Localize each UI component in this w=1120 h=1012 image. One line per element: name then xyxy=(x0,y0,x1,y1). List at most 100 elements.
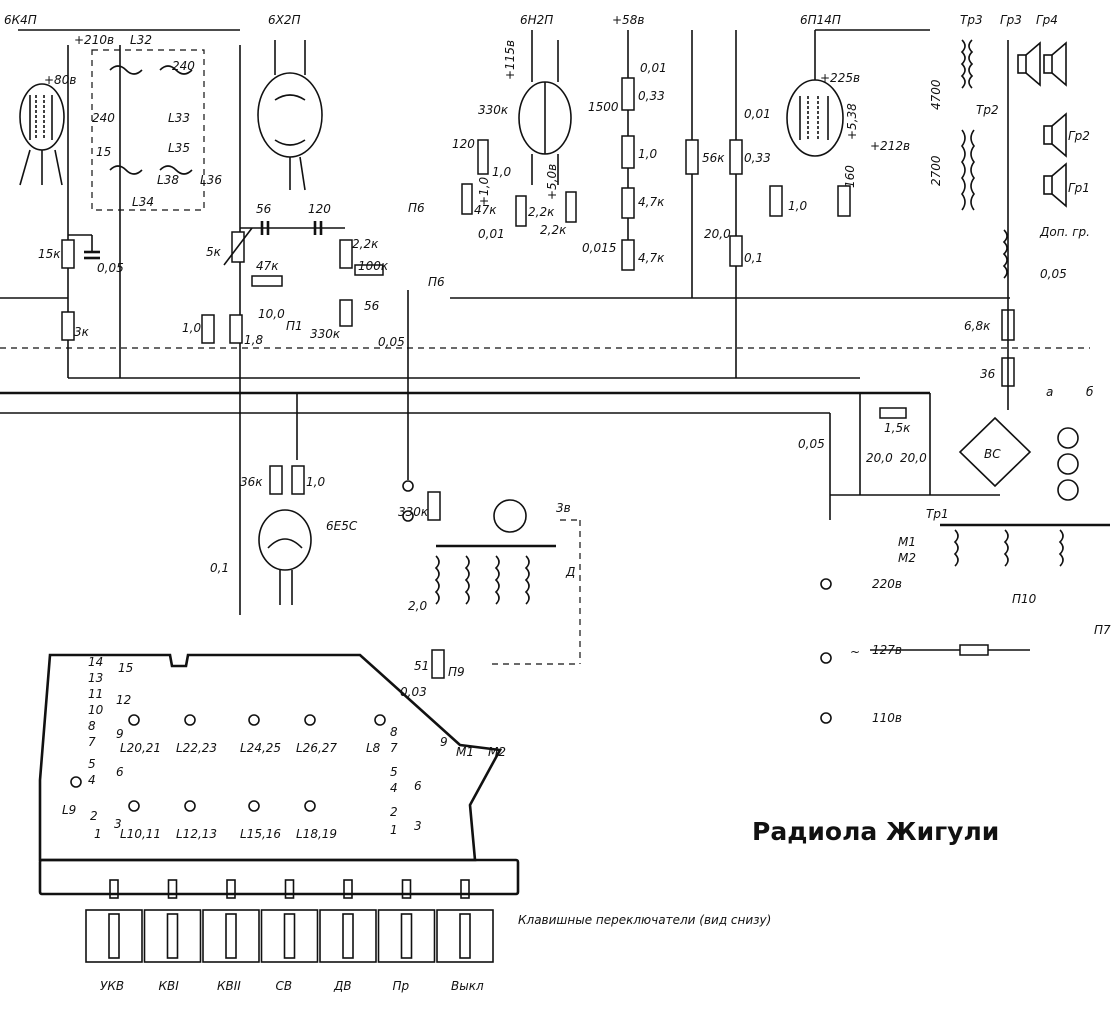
key-switch[interactable] xyxy=(85,909,143,963)
board-pin xyxy=(70,776,82,788)
label-tr2: Тр2 xyxy=(976,103,999,117)
v3-cathode: +1,0 xyxy=(477,176,491,206)
key-switch[interactable] xyxy=(377,909,436,963)
board-number: 5 xyxy=(390,765,398,779)
board-coil-label: L12,13 xyxy=(176,827,217,841)
board-number: 4 xyxy=(88,773,96,787)
board-pin xyxy=(128,800,140,812)
key-switch[interactable] xyxy=(319,909,377,963)
board-coil-label: L22,23 xyxy=(176,741,217,755)
board-pin xyxy=(248,714,260,726)
key-switch[interactable] xyxy=(436,909,494,963)
coil-l35: L35 xyxy=(168,141,190,155)
board-number: 11 xyxy=(88,687,103,701)
r-1-5k: 1,5к xyxy=(884,421,911,435)
r-36k: 36к xyxy=(240,475,263,489)
key-stem xyxy=(400,913,413,959)
board-coil-label: L18,19 xyxy=(296,827,337,841)
tube3-name: 6Н2П xyxy=(520,13,553,27)
key-pin xyxy=(109,879,119,899)
label-gr2: Гр2 xyxy=(1068,129,1090,143)
board-number: 7 xyxy=(390,741,398,755)
label-m1-b: М1 xyxy=(456,745,474,759)
tube-6n2p: 6Н2П +58в +115в +1,0 +5,0в xyxy=(477,13,644,206)
key-pin xyxy=(167,879,178,899)
board-coil-label: L10,11 xyxy=(120,827,161,841)
r-1-8: 1,8 xyxy=(244,333,263,347)
board-number: 1 xyxy=(94,827,102,841)
key-stem xyxy=(342,913,354,959)
tube2-name: 6Х2П xyxy=(268,13,301,27)
key-label: УКВ xyxy=(100,979,124,993)
c-0-01-c: 0,01 xyxy=(744,107,771,121)
lamp-icon xyxy=(1057,427,1079,501)
key-label: СВ xyxy=(276,979,293,993)
label-gr3: Гр3 xyxy=(1000,13,1022,27)
v3-grid: +5,0в xyxy=(545,164,559,200)
page-title: Радиола Жигули xyxy=(752,817,999,846)
output-stage: 4700 2700 Тр3 Гр3 Гр4 Тр2 Гр2 Гр1 Доп. г… xyxy=(929,13,1090,410)
switch-p6-a: П6 xyxy=(408,201,425,215)
r-0-1: 0,1 xyxy=(744,251,763,265)
key-pin xyxy=(460,879,470,899)
key-stem xyxy=(166,913,179,959)
board-number: 7 xyxy=(88,735,96,749)
label-3v: 3в xyxy=(556,501,571,515)
board-coil-label: L15,16 xyxy=(240,827,281,841)
coil-l33: L33 xyxy=(168,111,190,125)
r-1-0-b: 1,0 xyxy=(492,165,511,179)
c-4700: 4700 xyxy=(929,79,943,110)
v3-supply: +58в xyxy=(612,13,644,27)
pickup-motor: 330к 3в Д 2,0 51 0,03 П9 М1 М2 xyxy=(398,480,581,759)
v4-cathode: +5,38 xyxy=(845,103,859,140)
r-2-2k-a: 2,2к xyxy=(352,237,379,251)
switch-p10: П10 xyxy=(1012,592,1037,606)
board-pin xyxy=(184,800,196,812)
key-switch[interactable] xyxy=(260,909,319,963)
v1-screen: +80в xyxy=(44,73,76,87)
key-stem xyxy=(108,913,120,959)
board-number: 3 xyxy=(114,817,122,831)
key-label: Выкл xyxy=(451,979,484,993)
r-47k-b: 47к xyxy=(474,203,497,217)
label-tr1: Тр1 xyxy=(926,507,949,521)
bus-lines xyxy=(0,29,1090,615)
c-2700: 2700 xyxy=(929,155,943,186)
board-number: 6 xyxy=(414,779,422,793)
power-supply: 0,05 20,0 1,5к 20,0 ВС а б Тр1 М1 М2 П10… xyxy=(798,385,1111,725)
key-switch[interactable] xyxy=(202,909,260,963)
key-switch[interactable] xyxy=(143,909,202,963)
board-pin xyxy=(128,714,140,726)
board-pin xyxy=(304,714,316,726)
r-5k: 5к xyxy=(206,245,222,259)
v3-anode: +115в xyxy=(503,40,517,80)
cap-240-a: 240 xyxy=(92,111,115,125)
label-b-top: б xyxy=(1086,385,1094,399)
board-pin xyxy=(374,714,386,726)
r-2-2k-b: 2,2к xyxy=(528,205,555,219)
key-label: ДВ xyxy=(333,979,352,993)
tube-6p14p: 6П14П +225в +212в +5,38 1,0 160 xyxy=(769,13,930,217)
speaker-icon xyxy=(1017,41,1067,208)
c-0-01-a: 0,01 xyxy=(478,227,505,241)
board-number: 3 xyxy=(414,819,422,833)
c-0-1: 0,1 xyxy=(210,561,229,575)
board-number: 8 xyxy=(390,725,398,739)
tube4-name: 6П14П xyxy=(800,13,841,27)
label-m2: М2 xyxy=(898,551,916,565)
r-56k: 56к xyxy=(702,151,725,165)
board-number: 13 xyxy=(88,671,103,685)
key-stem xyxy=(283,913,296,959)
r-160: 160 xyxy=(843,165,857,188)
board-number: 14 xyxy=(88,655,103,669)
board-coil-label: L24,25 xyxy=(240,741,281,755)
key-label: КВII xyxy=(217,979,241,993)
c-1500: 1500 xyxy=(588,100,619,114)
v4-anode: +225в xyxy=(820,71,860,85)
board-coil-label: L9 xyxy=(62,803,76,817)
c-120-a: 120 xyxy=(308,202,331,216)
c-0-015: 0,015 xyxy=(582,241,616,255)
r-0-33-b: 0,33 xyxy=(744,151,771,165)
